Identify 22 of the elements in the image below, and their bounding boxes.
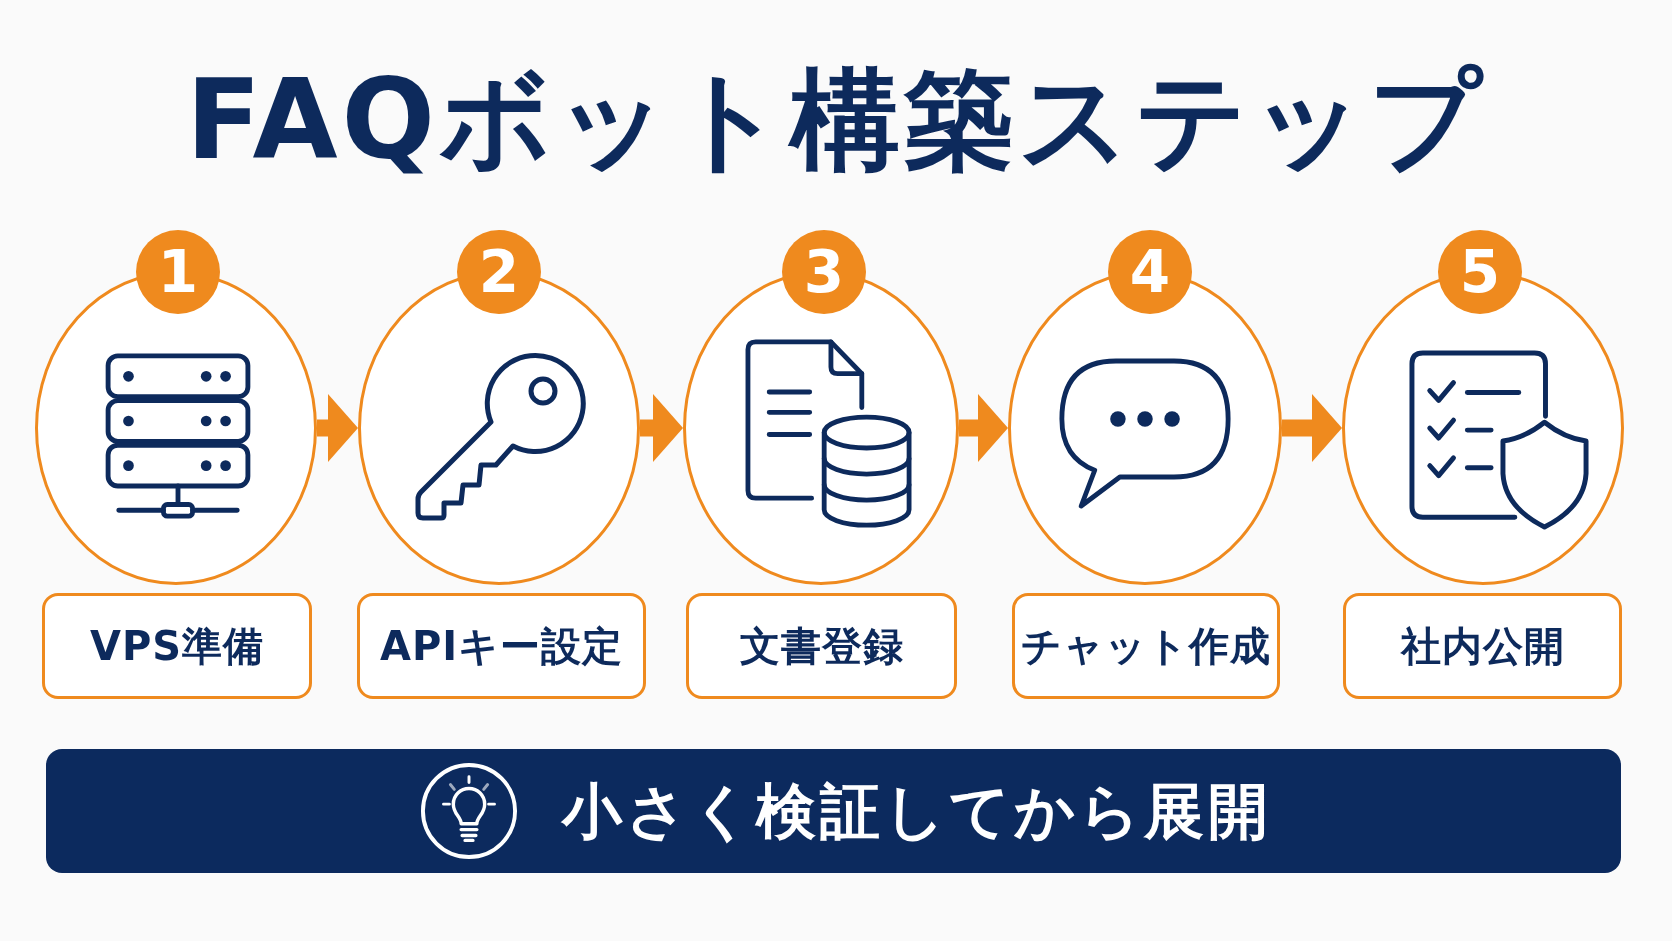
arrow <box>1282 394 1342 462</box>
arrow <box>640 394 683 462</box>
step-label: VPS準備 <box>89 623 265 669</box>
step-label: 文書登録 <box>739 623 904 669</box>
label-box <box>357 593 646 699</box>
arrow <box>317 394 358 462</box>
title: FAQボット構築ステップ <box>185 56 1487 184</box>
step-number: 2 <box>478 243 520 301</box>
arrow <box>959 394 1008 462</box>
step-number: 3 <box>803 243 845 301</box>
step-number: 5 <box>1459 243 1501 301</box>
banner <box>46 749 1621 873</box>
label-box <box>686 593 957 699</box>
step-label: APIキー設定 <box>379 623 624 669</box>
step-number: 4 <box>1129 243 1171 301</box>
label-box <box>1012 593 1280 699</box>
step-label: 社内公開 <box>1400 623 1565 669</box>
label-box <box>1343 593 1622 699</box>
step-number: 1 <box>157 243 199 301</box>
banner-text: 小さく検証してから展開 <box>562 776 1272 846</box>
label-box <box>42 593 312 699</box>
step-label: チャット作成 <box>1021 623 1271 669</box>
